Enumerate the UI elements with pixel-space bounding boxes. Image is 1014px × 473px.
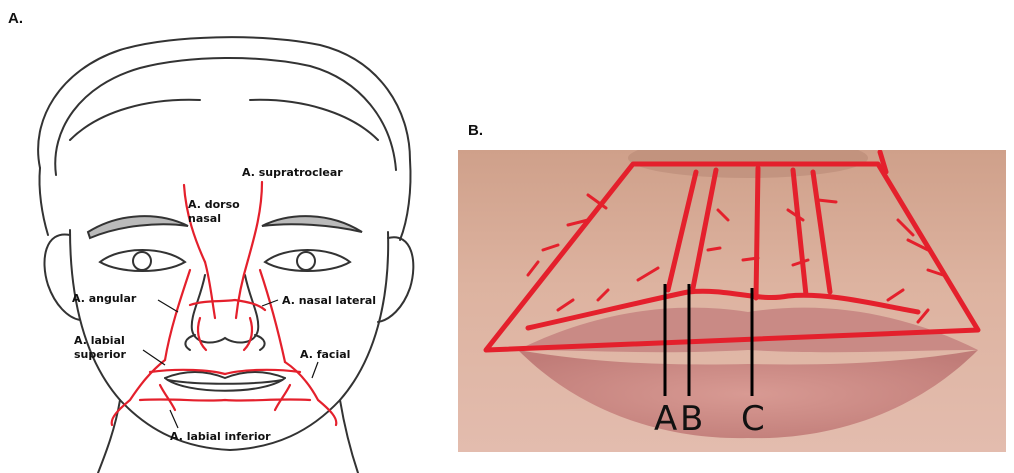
label-labial-inferior: A. labial inferior: [170, 430, 271, 443]
lip-artery-photo: A B C: [458, 150, 1006, 452]
face-outline: [38, 37, 413, 473]
label-supratroclear: A. supratroclear: [242, 166, 343, 179]
label-dorso-nasal-line1: A. dorso: [188, 198, 240, 211]
annotation-leaders: [143, 300, 318, 428]
label-dorso-nasal-line2: nasal: [188, 212, 221, 225]
panel-b-label: B.: [468, 122, 483, 139]
marker-label-a: A: [654, 399, 677, 439]
label-labial-superior-line1: A. labial: [74, 334, 125, 347]
marker-label-c: C: [741, 399, 765, 439]
label-angular: A. angular: [72, 292, 137, 305]
label-facial: A. facial: [300, 348, 350, 361]
marker-label-b: B: [680, 399, 703, 439]
label-nasal-lateral: A. nasal lateral: [282, 294, 376, 307]
face-artery-illustration: A. supratroclear A. dorso nasal A. angul…: [0, 0, 460, 473]
label-labial-superior-line2: superior: [74, 348, 126, 361]
